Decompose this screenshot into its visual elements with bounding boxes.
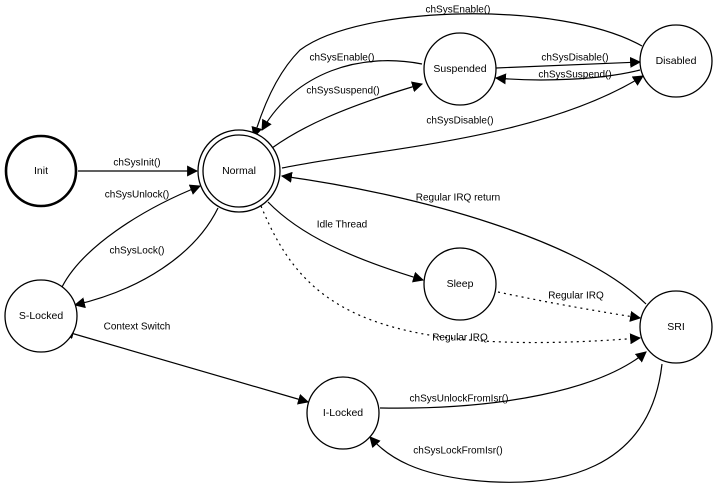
edge-label-chsysenable-outer: chSysEnable() xyxy=(425,5,490,16)
edge-label-chsysunlockfromisr: chSysUnlockFromIsr() xyxy=(410,394,509,405)
node-sri[interactable]: SRI xyxy=(639,290,713,364)
edge-slocked-to-normal: chSysUnlock() xyxy=(61,184,202,288)
edge-label-chsysenable-inner: chSysEnable() xyxy=(309,53,374,64)
edge-label-regular-irq-sleep: Regular IRQ xyxy=(548,291,604,302)
edge-sri-to-ilocked: chSysLockFromIsr() xyxy=(369,363,663,483)
node-label-sleep: Sleep xyxy=(447,278,474,290)
edge-normal-to-suspended: chSysSuspend() xyxy=(271,81,424,149)
node-label-normal: Normal xyxy=(222,165,256,177)
edge-label-chsyssuspend-normal: chSysSuspend() xyxy=(306,86,379,97)
node-disabled[interactable]: Disabled xyxy=(639,24,713,98)
edge-label-chsyslockfromisr: chSysLockFromIsr() xyxy=(413,446,502,457)
node-label-disabled: Disabled xyxy=(656,55,697,67)
edge-label-chsyslock: chSysLock() xyxy=(109,246,164,257)
node-suspended[interactable]: Suspended xyxy=(423,32,497,106)
edge-label-chsysdisable-upper: chSysDisable() xyxy=(541,53,608,64)
node-label-suspended: Suspended xyxy=(433,63,486,75)
edge-label-idle-thread: Idle Thread xyxy=(317,220,367,231)
node-slocked[interactable]: S-Locked xyxy=(4,279,78,353)
edge-label-chsysdisable-lower: chSysDisable() xyxy=(426,116,493,127)
edge-label-chsysinit: chSysInit() xyxy=(113,158,160,169)
edge-suspended-to-disabled: chSysDisable() xyxy=(495,53,642,69)
edge-slocked-ilocked: Context Switch xyxy=(62,322,310,405)
edge-sleep-to-sri: Regular IRQ xyxy=(497,291,642,322)
edge-suspended-to-normal: chSysEnable() xyxy=(261,53,423,131)
edge-ilocked-to-sri: chSysUnlockFromIsr() xyxy=(379,351,647,409)
edge-label-chsyssuspend-disabled: chSysSuspend() xyxy=(538,70,611,81)
node-label-init: Init xyxy=(34,165,48,177)
edge-normal-to-sleep: Idle Thread xyxy=(267,201,425,283)
node-label-sri: SRI xyxy=(667,321,685,333)
edge-normal-to-slocked: chSysLock() xyxy=(73,207,219,309)
node-sleep[interactable]: Sleep xyxy=(423,247,497,321)
edge-normal-to-disabled: chSysDisable() xyxy=(281,75,644,169)
edge-disabled-to-normal: chSysEnable() xyxy=(251,5,643,139)
edge-label-context-switch: Context Switch xyxy=(104,322,171,333)
node-normal[interactable]: Normal xyxy=(197,129,281,213)
node-label-slocked: S-Locked xyxy=(19,310,64,322)
node-ilocked[interactable]: I-Locked xyxy=(306,376,380,450)
edge-sri-to-normal: Regular IRQ return xyxy=(280,171,647,305)
edge-label-chsysunlock: chSysUnlock() xyxy=(105,190,169,201)
node-init[interactable]: Init xyxy=(4,134,78,208)
edges-group: chSysInit() chSysEnable() chSysEnable() … xyxy=(61,5,663,483)
edge-init-to-normal: chSysInit() xyxy=(78,158,199,177)
edge-label-regular-irq-normal: Regular IRQ xyxy=(432,333,488,344)
node-label-ilocked: I-Locked xyxy=(323,407,363,419)
edge-disabled-to-suspended: chSysSuspend() xyxy=(494,69,641,85)
edge-label-regular-irq-return: Regular IRQ return xyxy=(416,193,500,204)
nodes-group: Init Normal Suspended Disabled S-Locked … xyxy=(4,24,713,450)
edge-normal-to-sri: Regular IRQ xyxy=(260,205,642,345)
